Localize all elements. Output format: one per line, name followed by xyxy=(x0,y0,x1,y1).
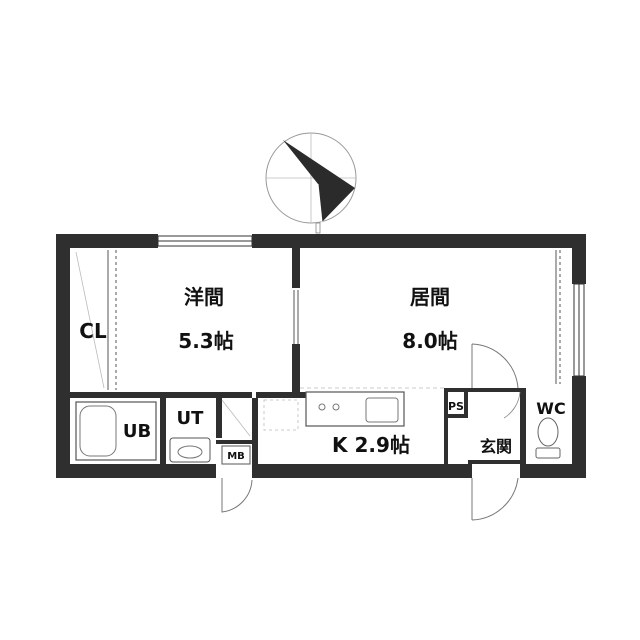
entrance: 玄関 xyxy=(471,343,519,521)
kitchen-label: K 2.9帖 xyxy=(332,433,410,457)
western-room: 洋間 5.3帖 xyxy=(178,285,299,353)
living-room: 居間 8.0帖 xyxy=(300,250,561,389)
living-room-name: 居間 xyxy=(410,285,450,309)
bath: UB xyxy=(75,401,157,461)
entrance-label: 玄関 xyxy=(480,437,512,456)
kitchen: K 2.9帖 xyxy=(263,391,410,457)
pipe-space-label: PS xyxy=(448,400,464,413)
meter-box-label: MB xyxy=(227,451,245,462)
western-room-size: 5.3帖 xyxy=(178,329,233,353)
closet: CL xyxy=(75,250,117,390)
pipe-space: PS xyxy=(448,400,464,413)
western-room-name: 洋間 xyxy=(184,285,224,309)
meter-box: MB xyxy=(221,445,253,513)
closet-label: CL xyxy=(79,319,107,343)
utility-label: UT xyxy=(177,408,205,429)
exterior-walls xyxy=(56,234,586,478)
bath-label: UB xyxy=(123,421,151,442)
north-arrow-icon xyxy=(265,132,357,234)
living-room-size: 8.0帖 xyxy=(402,329,457,353)
toilet: WC xyxy=(503,391,566,459)
toilet-label: WC xyxy=(536,399,565,418)
interior-walls xyxy=(70,248,526,464)
utility: UT xyxy=(169,399,251,463)
